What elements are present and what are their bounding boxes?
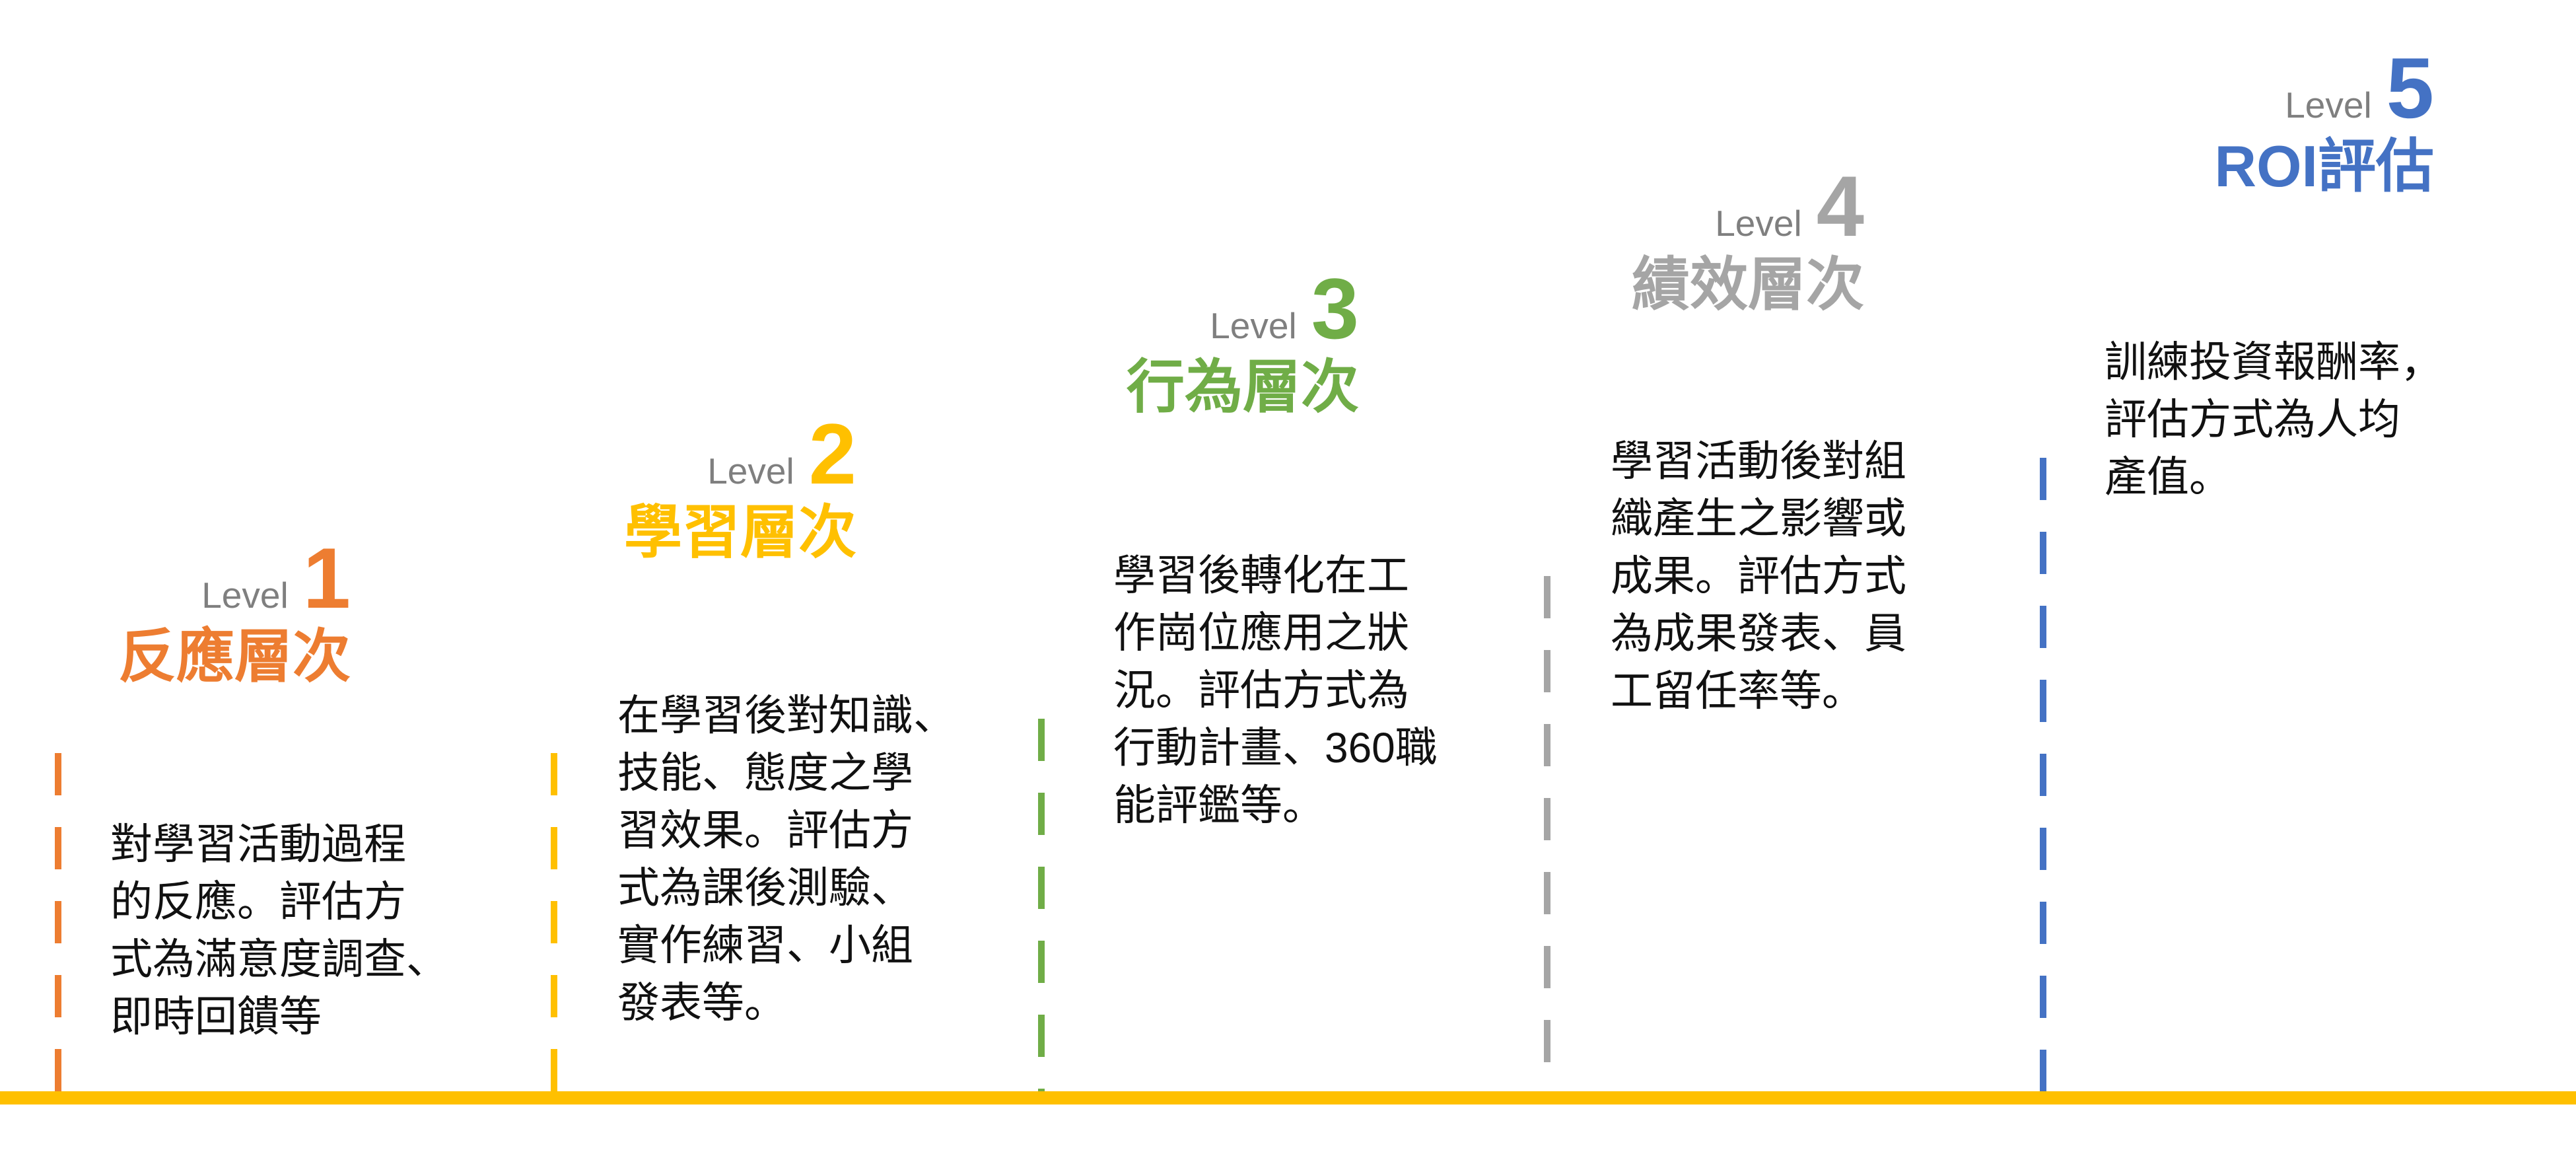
description-line: 為成果發表、員 — [1611, 610, 1906, 657]
level-1-dashed-divider — [55, 753, 61, 1091]
level-5-description: 訓練投資報酬率， 評估方式為人均產值。 — [2105, 334, 2443, 506]
description-line: 能評鑑等。 — [1113, 781, 1325, 829]
description-line: 工留任率等。 — [1611, 667, 1864, 715]
level-4-dashed-divider — [1544, 576, 1550, 1091]
description-line: 產值。 — [2105, 453, 2231, 501]
description-line: 訓練投資報酬率， — [2105, 338, 2443, 386]
description-line: 式為課後測驗、 — [617, 864, 913, 912]
level-number: 4 — [1816, 158, 1864, 254]
description-line: 對學習活動過程 — [110, 820, 406, 868]
description-line: 即時回饋等 — [110, 993, 322, 1040]
description-line: 式為滿意度調查、 — [110, 935, 448, 983]
level-number: 3 — [1311, 260, 1359, 357]
level-1-description: 對學習活動過程的反應。評估方式為滿意度調查、即時回饋等 — [110, 816, 448, 1046]
description-line: 習效果。評估方 — [617, 807, 913, 854]
description-line: 織產生之影響或 — [1611, 495, 1906, 542]
level-label: Level — [1715, 203, 1802, 244]
level-label: Level — [201, 575, 289, 616]
level-label: Level — [1210, 305, 1297, 346]
description-line: 評估方式為人均 — [2105, 396, 2400, 443]
description-line: 行動計畫、360職 — [1113, 724, 1438, 772]
level-2-description: 在學習後對知識、技能、態度之學習效果。評估方式為課後測驗、實作練習、小組發表等。 — [617, 687, 956, 1032]
level-title: 學習層次 — [623, 499, 856, 565]
description-line: 實作練習、小組 — [617, 922, 913, 969]
level-3-dashed-divider — [1038, 719, 1045, 1091]
description-line: 學習活動後對組 — [1611, 437, 1906, 485]
level-4-description: 學習活動後對組織產生之影響或成果。評估方式為成果發表、員工留任率等。 — [1611, 433, 1906, 720]
level-title: 績效層次 — [1631, 252, 1864, 317]
description-line: 發表等。 — [617, 979, 786, 1027]
description-line: 作崗位應用之狀 — [1113, 609, 1409, 657]
level-label: Level — [707, 451, 794, 491]
level-2-dashed-divider — [551, 753, 557, 1091]
description-line: 況。評估方式為 — [1113, 667, 1409, 714]
description-line: 成果。評估方式 — [1611, 552, 1906, 600]
level-label: Level — [2285, 85, 2372, 126]
level-5-dashed-divider — [2040, 458, 2046, 1091]
level-number: 2 — [808, 406, 856, 502]
timeline-axis — [0, 1091, 2576, 1104]
description-line: 技能、態度之學 — [617, 749, 913, 797]
description-line: 在學習後對知識、 — [617, 692, 956, 739]
level-3-description: 學習後轉化在工作崗位應用之狀況。評估方式為行動計畫、360職能評鑑等。 — [1113, 547, 1438, 834]
level-number: 5 — [2386, 40, 2434, 136]
level-title: 反應層次 — [118, 624, 351, 689]
description-line: 的反應。評估方 — [110, 878, 406, 925]
description-line: 學習後轉化在工 — [1113, 552, 1409, 599]
level-number: 1 — [302, 530, 351, 626]
level-title: 行為層次 — [1126, 354, 1359, 419]
level-title: ROI評估 — [2214, 133, 2434, 199]
